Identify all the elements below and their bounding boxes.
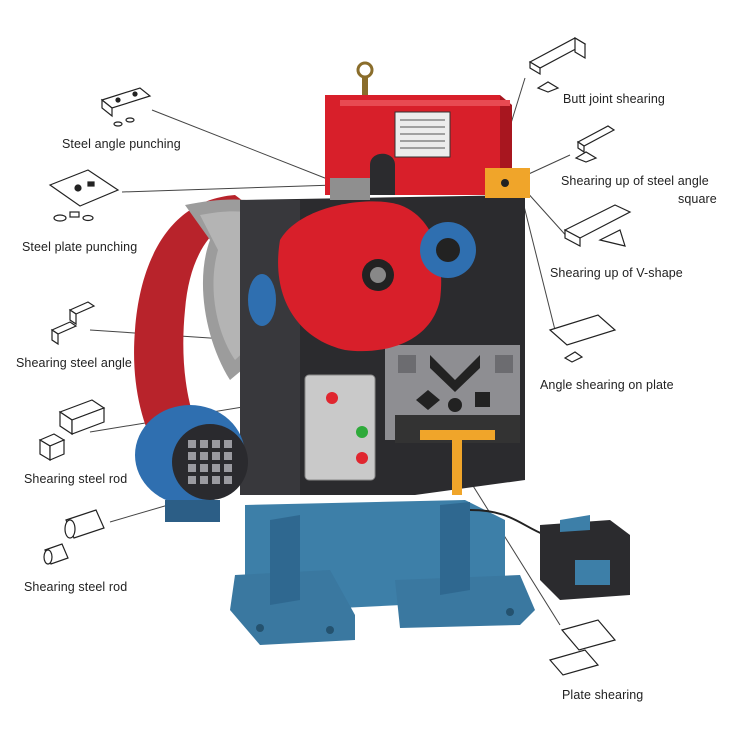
control-box [304, 374, 376, 481]
leader-plate-shearing [459, 464, 561, 626]
iron-worker-machine [134, 61, 630, 645]
flywheel-cover [248, 201, 442, 352]
shearing-angle-icon [50, 301, 96, 346]
angle-square-icon [574, 125, 616, 163]
blue-disc [420, 222, 476, 278]
start-button [356, 426, 368, 438]
label-butt-joint-shearing: Butt joint shearing [563, 92, 665, 106]
label-shearing-steel-rod-round: Shearing steel rod [24, 580, 128, 594]
leader-plate-punching [121, 184, 336, 193]
label-steel-angle-punching: Steel angle punching [62, 137, 181, 151]
butt-joint-icon [528, 36, 587, 93]
angle-plate-icon [548, 314, 617, 363]
leader-angle-plate [519, 189, 556, 331]
label-shearing-steel-angle: Shearing steel angle [16, 356, 132, 370]
angle-punching-icon [100, 87, 152, 127]
label-v-shape: Shearing up of V-shape [550, 266, 683, 280]
leader-angle-punching [151, 109, 336, 183]
label-steel-plate-punching: Steel plate punching [22, 240, 138, 254]
leader-v-shape [524, 189, 571, 241]
machine-base [230, 500, 535, 645]
pedal-cable [469, 509, 546, 536]
v-shape-icon [563, 204, 632, 247]
rod-square-icon [38, 399, 106, 462]
stop-button [326, 392, 338, 404]
plate-shearing-icon [548, 619, 617, 676]
label-angle-square-line1: Shearing up of steel angle [561, 174, 709, 188]
label-angle-square-line2: square [678, 192, 717, 206]
label-angle-on-plate: Angle shearing on plate [540, 378, 674, 392]
jack-screw [420, 430, 495, 495]
label-shearing-steel-rod-square: Shearing steel rod [24, 472, 128, 486]
punch-frame [325, 61, 530, 200]
label-plate-shearing: Plate shearing [562, 688, 644, 702]
plate-punching-icon [48, 169, 120, 222]
motor [135, 405, 248, 522]
foot-pedal [540, 515, 630, 600]
reverse-button [356, 452, 368, 464]
rod-round-icon [43, 509, 105, 565]
